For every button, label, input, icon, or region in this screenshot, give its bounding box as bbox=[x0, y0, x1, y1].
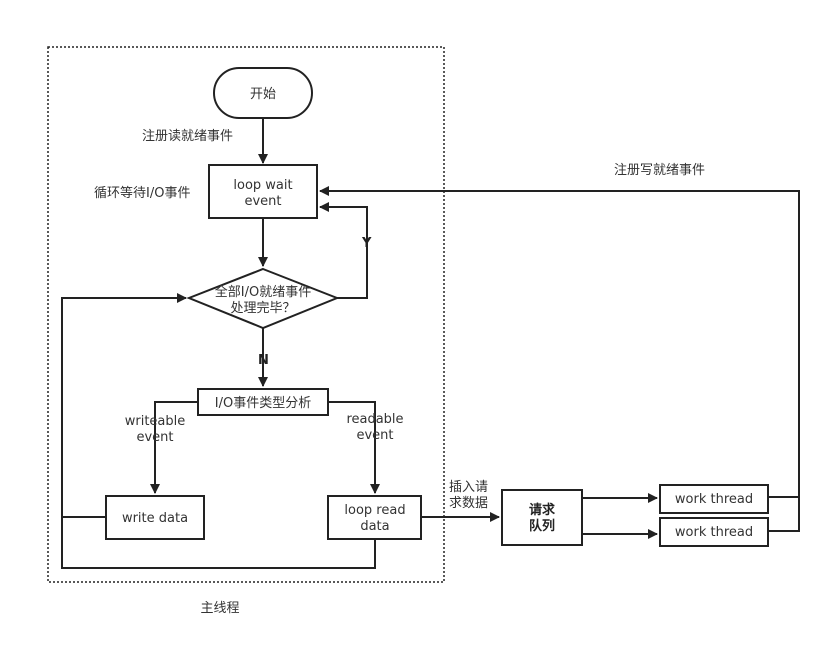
edge-to-write bbox=[150, 401, 198, 494]
loop-read-node bbox=[327, 495, 422, 540]
insert-request-label-2: 求数据 bbox=[449, 496, 488, 511]
request-queue-node bbox=[501, 489, 583, 546]
main-thread-label: 主线程 bbox=[200, 601, 239, 616]
readable-label-2: event bbox=[356, 428, 393, 443]
main-thread-container bbox=[47, 46, 445, 583]
decision-label-2: 处理完毕？ bbox=[230, 301, 295, 316]
writeable-label-1: writeable bbox=[125, 414, 186, 429]
loop-read-label-2: data bbox=[360, 519, 389, 534]
decision-label-1: 全部I/O就绪事件 bbox=[215, 284, 311, 300]
loop-wait-node bbox=[208, 164, 318, 219]
edge-thread-2-return bbox=[319, 186, 800, 532]
insert-request-label-1: 插入请 bbox=[449, 480, 488, 495]
register-write-label: 注册写就绪事件 bbox=[614, 163, 705, 178]
yes-label: Y bbox=[361, 236, 372, 251]
edge-to-read bbox=[328, 401, 380, 494]
register-read-label: 注册读就绪事件 bbox=[142, 129, 233, 144]
request-queue-label-2: 队列 bbox=[529, 518, 555, 534]
request-queue-label-1: 请求 bbox=[529, 502, 556, 518]
writeable-label-2: event bbox=[136, 430, 173, 445]
loop-io-label: 循环等待I/O事件 bbox=[94, 185, 190, 201]
edge-read-feedback bbox=[61, 517, 376, 569]
work-thread-2-node bbox=[659, 517, 769, 547]
loop-wait-label-2: event bbox=[244, 194, 281, 209]
edge-write-feedback bbox=[61, 293, 187, 518]
work-thread-1-node bbox=[659, 484, 769, 514]
no-label: N bbox=[258, 353, 269, 368]
start-node-label: 开始 bbox=[250, 87, 276, 102]
analyze-label: I/O事件类型分析 bbox=[215, 396, 311, 411]
work-thread-2-label: work thread bbox=[675, 525, 753, 540]
work-thread-1-label: work thread bbox=[675, 492, 753, 507]
loop-read-label-1: loop read bbox=[344, 503, 405, 518]
edge-yes-loop bbox=[319, 202, 368, 299]
write-data-label: write data bbox=[122, 511, 188, 526]
readable-label-1: readable bbox=[346, 412, 403, 427]
loop-wait-label-1: loop wait bbox=[233, 178, 292, 193]
write-data-node bbox=[105, 495, 205, 540]
